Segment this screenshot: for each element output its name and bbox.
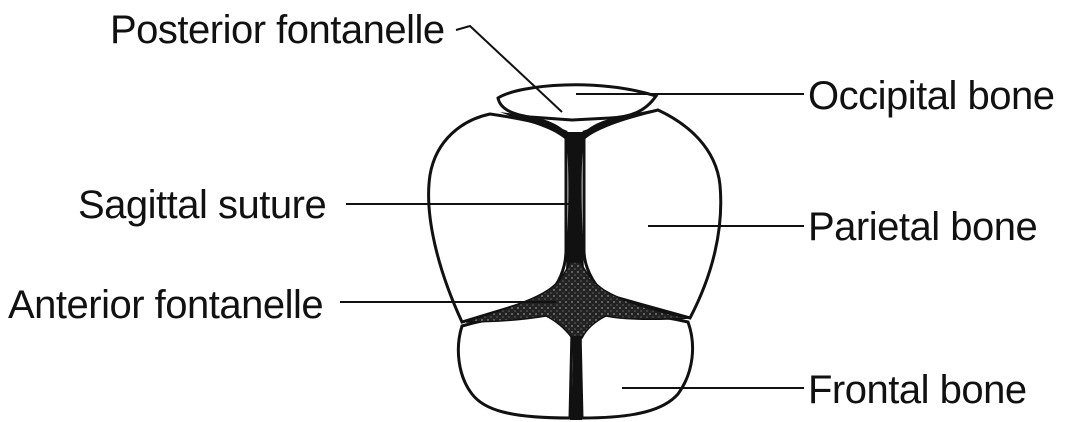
parietal-bone-label: Parietal bone: [808, 205, 1037, 249]
occipital-bone-label: Occipital bone: [808, 74, 1054, 118]
anterior-fontanelle-label: Anterior fontanelle: [8, 283, 323, 327]
right-parietal-bone-shape: [584, 110, 721, 318]
sagittal-suture-label: Sagittal suture: [78, 183, 326, 227]
left-frontal-bone-shape: [458, 312, 572, 418]
posterior-fontanelle-label: Posterior fontanelle: [110, 8, 445, 52]
sagittal-suture-shape: [566, 132, 584, 270]
frontal-bone-label: Frontal bone: [808, 368, 1027, 412]
right-frontal-bone-shape: [580, 310, 693, 418]
